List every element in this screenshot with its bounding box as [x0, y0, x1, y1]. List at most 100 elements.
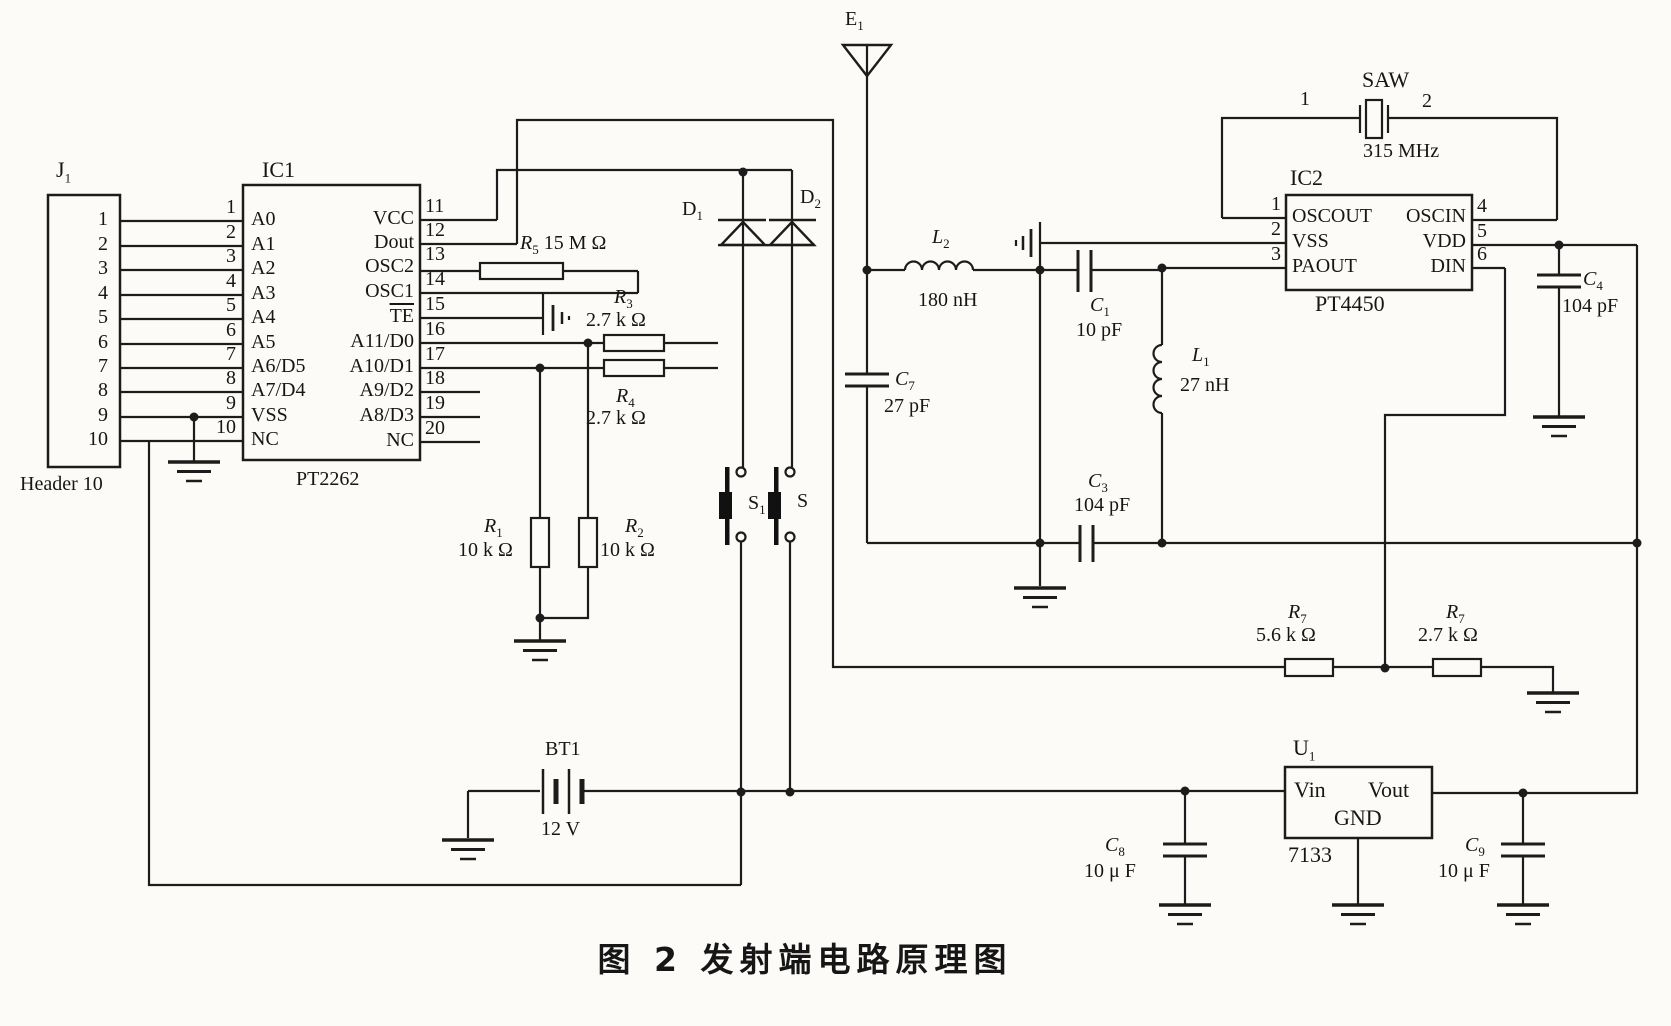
- inductor-l1-ref: L1: [1192, 344, 1210, 369]
- resistor-r7a-ref: R7: [1288, 601, 1307, 626]
- ground-symbol-left: [1014, 229, 1033, 257]
- ic1-pin-label: A11/D0: [350, 330, 414, 352]
- figure-caption: 图 2 发射端电路原理图: [597, 940, 1013, 979]
- ic1-pin-number: 4: [226, 270, 236, 292]
- ic1-pin-number: 12: [425, 219, 445, 241]
- inductor-l2-ref: L2: [932, 226, 950, 251]
- ic1-pin-label: NC: [386, 429, 414, 451]
- resistor-r3-ref: R3: [614, 286, 633, 311]
- ic1-pin-number: 19: [425, 392, 445, 414]
- resistor-r1-ref: R1: [484, 515, 503, 540]
- junction-dots: [189, 167, 1642, 798]
- ground-symbol: [1159, 903, 1211, 926]
- u1-part-label: 7133: [1288, 842, 1332, 867]
- resistor-r4-ref: R4: [616, 385, 635, 410]
- ic1-pin-number: 7: [226, 343, 236, 365]
- capacitor-c3-symbol: [1078, 525, 1095, 562]
- u1-box: [1283, 765, 1434, 840]
- saw-title: SAW: [1362, 67, 1410, 92]
- ic1-pin-number: 16: [425, 318, 445, 340]
- capacitor-c1-symbol: [1076, 250, 1093, 292]
- ic1-title: IC1: [262, 157, 295, 182]
- capacitor-c4-ref: C4: [1583, 268, 1603, 293]
- saw-pin-number: 1: [1300, 88, 1310, 110]
- resistor-r1-value: 10 k Ω: [458, 539, 513, 561]
- j1-part-label: Header 10: [20, 473, 103, 495]
- resistor-symbols: [478, 261, 1483, 678]
- ic1-pin-number: 2: [226, 221, 236, 243]
- wiring: [120, 45, 1639, 905]
- resistor-r2-symbol: [577, 516, 599, 569]
- ic1-pin-label: A3: [251, 282, 276, 304]
- j1-ref: J1: [56, 157, 72, 186]
- ic2-pin-number: 6: [1477, 243, 1487, 265]
- ic2-box: [1284, 193, 1474, 292]
- j1-box: [46, 193, 122, 469]
- ic2-pin-number: 3: [1271, 243, 1281, 265]
- ic1-pin-label: A1: [251, 233, 276, 255]
- battery-value: 12 V: [541, 818, 581, 840]
- j1-pin-number: 10: [88, 428, 108, 450]
- saw-pin-number: 2: [1422, 90, 1432, 112]
- resistor-r7b-ref: R7: [1446, 601, 1465, 626]
- inductor-l1-value: 27 nH: [1180, 374, 1230, 396]
- ic1-pin-label: A6/D5: [251, 355, 306, 377]
- capacitor-c9-value: 10 μ F: [1438, 860, 1490, 882]
- ic1-pin-label: A10/D1: [349, 355, 414, 377]
- ic1-pin-number: 15: [425, 293, 445, 315]
- ic2-pin-label: OSCOUT: [1292, 205, 1373, 227]
- ground-symbol: [1014, 586, 1066, 609]
- ic1-pin-label: A4: [251, 306, 276, 328]
- inductor-l1-coil: [1152, 343, 1163, 415]
- switch-s-ref: S: [797, 490, 809, 512]
- resistor-r4-value: 2.7 k Ω: [586, 407, 646, 429]
- u1-ref: U1: [1293, 735, 1316, 764]
- ic1-pin-label: OSC2: [365, 255, 414, 277]
- u1-pin-vout: Vout: [1368, 777, 1410, 802]
- ic2-pin-label: VDD: [1422, 230, 1466, 252]
- battery-label: BT1: [545, 738, 581, 760]
- inductor-l2-coil: [903, 260, 975, 271]
- ic1-pin-number: 10: [216, 416, 236, 438]
- ic1-pin-number: 9: [226, 392, 236, 414]
- j1-pin-number: 1: [98, 208, 108, 230]
- ground-symbol: [442, 838, 494, 861]
- ic2-part-label: PT4450: [1315, 291, 1385, 316]
- diode-d2-symbol: [767, 218, 817, 247]
- capacitor-c8-symbol: [1163, 842, 1207, 858]
- resistor-r7b-value: 2.7 k Ω: [1418, 624, 1478, 646]
- ic2-pin-label: DIN: [1430, 255, 1466, 277]
- ground-symbol: [1533, 415, 1585, 438]
- ic1-pin-label: NC: [251, 428, 279, 450]
- ic1-pin-number: 18: [425, 367, 445, 389]
- ic1-pin-label: Dout: [374, 231, 414, 253]
- resistor-r5-symbol: [478, 261, 565, 281]
- antenna-e1-symbol: [840, 43, 894, 78]
- ic2-pin-number: 1: [1271, 193, 1281, 215]
- u1-pin-vin: Vin: [1294, 777, 1326, 802]
- resistor-r2-value: 10 k Ω: [600, 539, 655, 561]
- ic1-pin-number: 8: [226, 367, 236, 389]
- ic1-pin-label: A2: [251, 257, 276, 279]
- switch-s1-ref: S1: [748, 492, 766, 517]
- resistor-r7a-symbol: [1283, 657, 1335, 678]
- ic1-pin-label: A9/D2: [359, 379, 414, 401]
- ground-symbols: [168, 229, 1585, 926]
- capacitor-c4-symbol: [1537, 273, 1581, 289]
- ic1-pin-number: 6: [226, 319, 236, 341]
- ic1-pin-label: A7/D4: [251, 379, 306, 401]
- ic1-pin-number: 11: [425, 195, 445, 217]
- capacitor-c3-ref: C3: [1088, 470, 1108, 495]
- diode-d1-ref: D1: [682, 198, 703, 223]
- resistor-r7a-value: 5.6 k Ω: [1256, 624, 1316, 646]
- ic1-pin-label: A5: [251, 331, 276, 353]
- resistor-r3-value: 2.7 k Ω: [586, 309, 646, 331]
- ic2-pin-label: VSS: [1292, 230, 1329, 252]
- resistor-r5-label: R5 15 M Ω: [520, 232, 607, 257]
- diode-d1-symbol: [718, 218, 768, 247]
- ic1-pin-number: 5: [226, 294, 236, 316]
- capacitor-c7-ref: C7: [895, 368, 915, 393]
- inductor-l2-value: 180 nH: [918, 289, 978, 311]
